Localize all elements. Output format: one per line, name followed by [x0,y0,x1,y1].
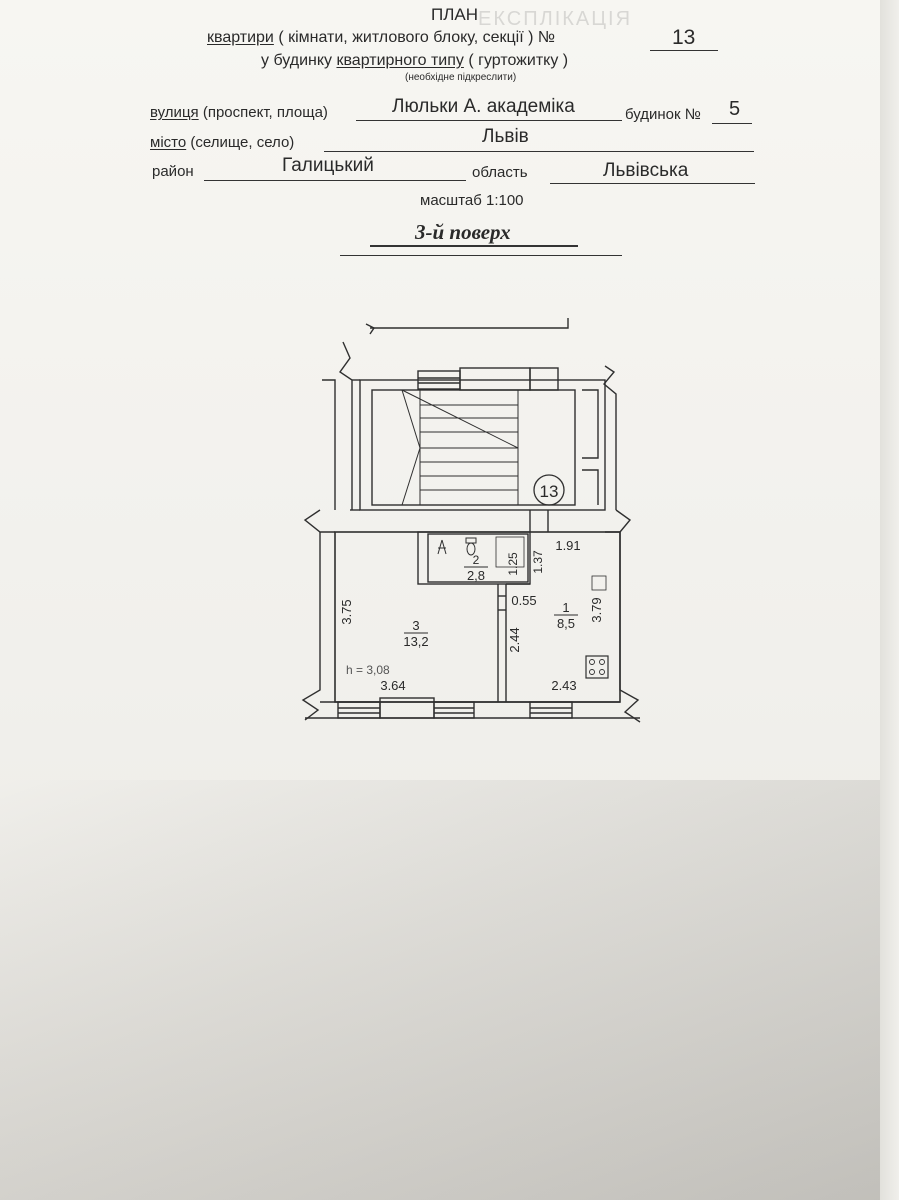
room-3-number: 3 [412,618,419,633]
dim-3-64: 3.64 [380,678,405,693]
city-label-rest: (селище, село) [186,134,295,151]
house-line [712,123,752,124]
street-label-rest: (проспект, площа) [198,104,328,121]
title-line-2: у будинку квартирного типу ( гуртожитку … [261,52,568,70]
region-value: Львівська [603,160,689,181]
city-line [324,151,754,152]
show-through-text: ЕКСПЛІКАЦІЯ [478,8,633,30]
house-label: будинок № [625,106,701,123]
title-line-1-rest: ( кімнати, житлового блоку, секції ) № [273,29,556,46]
street-value: Люльки А. академіка [392,96,575,117]
street-label: вулиця (проспект, площа) [150,104,328,121]
district-label: район [152,163,194,180]
dim-2-44: 2.44 [507,627,522,652]
photo-shadow [0,780,899,1200]
city-label-underlined: місто [150,134,187,151]
city-value: Львів [482,126,529,147]
region-line [550,183,755,184]
room-1-number: 1 [562,600,569,615]
title-line-2-rest: ( гуртожитку ) [463,52,569,69]
room-2-number: 2 [473,553,480,567]
dim-1-91: 1.91 [555,538,580,553]
street-line [356,120,622,121]
page-title: ПЛАН [431,5,478,24]
room-1-area: 8,5 [557,616,575,631]
ceiling-height: h = 3,08 [346,663,390,677]
floor-underline [370,245,578,247]
floor-plan: 13 3.75 3.64 1.25 1.37 1.91 0.55 2.44 3.… [301,318,641,723]
street-label-underlined: вулиця [150,104,199,121]
floor-label: 3-й поверх [415,220,511,244]
title-line-2-prefix: у будинку [261,52,337,69]
title-line-1: квартири ( кімнати, житлового блоку, сек… [207,29,555,47]
floor-underline-2 [340,255,622,256]
building-type-underlined: квартирного типу [336,52,464,69]
dim-1-37: 1.37 [531,550,545,574]
dim-3-75: 3.75 [339,599,354,624]
dim-0-55: 0.55 [511,593,536,608]
apartment-type-underlined: квартири [207,29,274,46]
room-2-area: 2,8 [467,568,485,583]
room-3-area: 13,2 [403,634,428,649]
dim-1-25: 1.25 [506,552,520,576]
region-label: область [472,164,528,181]
apartment-number-line [650,50,718,51]
scale-label: масштаб 1:100 [420,192,524,209]
dim-2-43: 2.43 [551,678,576,693]
apartment-marker: 13 [540,482,559,501]
district-line [204,180,466,181]
apartment-number: 13 [672,26,696,49]
city-label: місто (селище, село) [150,134,294,151]
underline-note: (необхідне підкреслити) [405,72,517,83]
page-edge [880,0,899,1200]
district-value: Галицький [282,155,374,176]
dim-3-79: 3.79 [589,597,604,622]
house-value: 5 [729,98,741,120]
